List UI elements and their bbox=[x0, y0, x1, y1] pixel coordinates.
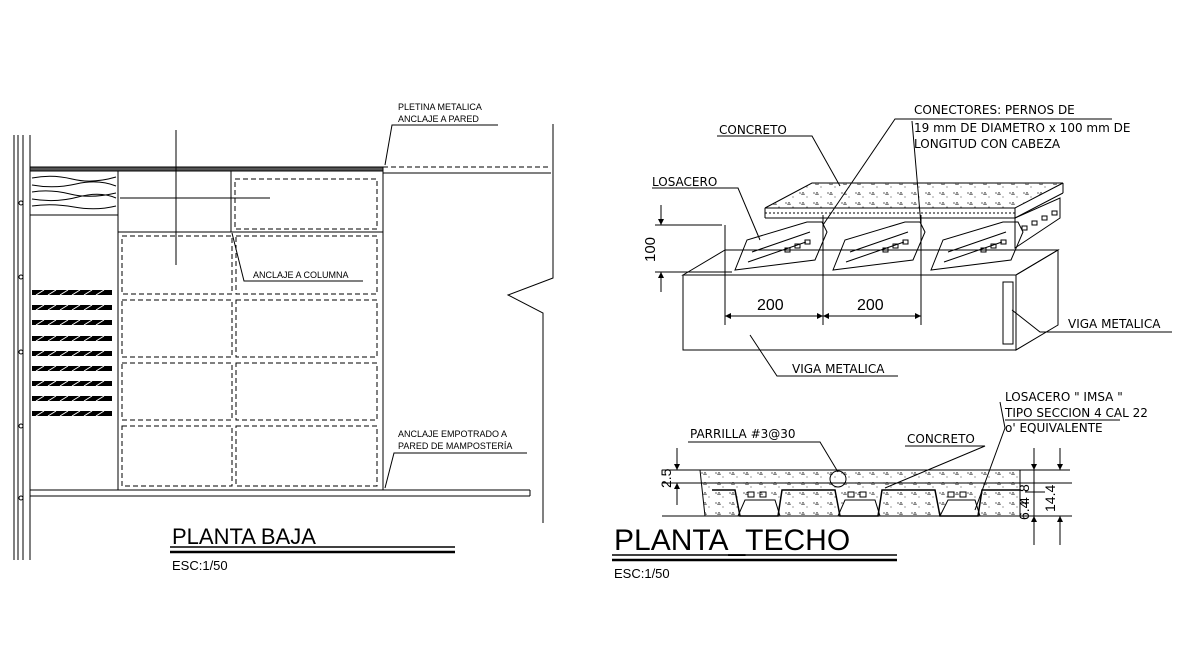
section-deck-profile bbox=[712, 489, 1020, 517]
masonry-wall bbox=[383, 124, 554, 523]
planta-baja-drawing bbox=[13, 124, 554, 560]
dashed-panels bbox=[121, 178, 378, 487]
dim-8-label: 8 bbox=[1016, 484, 1032, 492]
parrilla-label: PARRILLA #3@30 bbox=[690, 427, 796, 441]
losacero-section bbox=[612, 401, 1120, 562]
viga-bottom-label: VIGA METALICA bbox=[792, 362, 885, 376]
wood-block bbox=[29, 170, 119, 216]
losacero-top-label: LOSACERO bbox=[652, 175, 717, 189]
dim-100-label: 100 bbox=[642, 237, 659, 262]
conectores-label-2: 19 mm DE DIAMETRO x 100 mm DE bbox=[914, 121, 1130, 135]
planta-baja-title: PLANTA BAJA bbox=[172, 524, 316, 549]
anclaje-columna-label: ANCLAJE A COLUMNA bbox=[253, 270, 349, 280]
pletina-label-1: PLETINA METALICA bbox=[398, 102, 482, 112]
conectores-label-1: CONECTORES: PERNOS DE bbox=[914, 103, 1075, 117]
dim-200-200 bbox=[724, 215, 922, 325]
dim-100 bbox=[655, 205, 732, 292]
concreto-section-label: CONCRETO bbox=[907, 432, 975, 446]
dim-6-4-label: 6.4 bbox=[1016, 500, 1032, 520]
steel-deck-ribs bbox=[734, 197, 1061, 271]
losacero-imsa-label-3: o' EQUIVALENTE bbox=[1005, 421, 1103, 435]
leaders-3d bbox=[652, 118, 1172, 377]
left-column bbox=[13, 135, 31, 560]
leaders bbox=[231, 124, 527, 489]
losacero-imsa-label-2: TIPO SECCION 4 CAL 22 bbox=[1004, 406, 1148, 420]
hatched-steps bbox=[32, 290, 112, 416]
dim-4-label: 4 bbox=[1016, 497, 1032, 505]
pletina-label-2: ANCLAJE A PARED bbox=[398, 114, 479, 124]
losacero-imsa-label-1: LOSACERO " IMSA " bbox=[1005, 390, 1123, 404]
conectores-label-3: LONGITUD CON CABEZA bbox=[914, 137, 1061, 151]
planta-techo-scale: ESC:1/50 bbox=[614, 566, 670, 581]
section-voids bbox=[747, 491, 967, 498]
top-metal-plate bbox=[29, 166, 384, 172]
bottom-metal-plate bbox=[30, 489, 531, 497]
empotrado-label-1: ANCLAJE EMPOTRADO A bbox=[398, 429, 507, 439]
section-dims bbox=[674, 448, 1063, 545]
viga-right-label: VIGA METALICA bbox=[1068, 317, 1161, 331]
planta-baja-scale: ESC:1/50 bbox=[172, 558, 228, 573]
losacero-3d-detail bbox=[652, 118, 1172, 377]
dim-14-4-label: 14.4 bbox=[1042, 485, 1058, 512]
dim-200a-label: 200 bbox=[757, 297, 784, 314]
dim-200b-label: 200 bbox=[857, 297, 884, 314]
empotrado-label-2: PARED DE MAMPOSTERÍA bbox=[398, 441, 512, 451]
concrete-slab bbox=[764, 182, 1064, 219]
dim-2-5-label: 2.5 bbox=[658, 468, 674, 488]
planta-techo-title: PLANTA_TECHO bbox=[614, 524, 850, 557]
steel-beam bbox=[681, 249, 1060, 351]
concreto-top-label: CONCRETO bbox=[719, 123, 787, 137]
rebar-callout bbox=[829, 470, 847, 488]
